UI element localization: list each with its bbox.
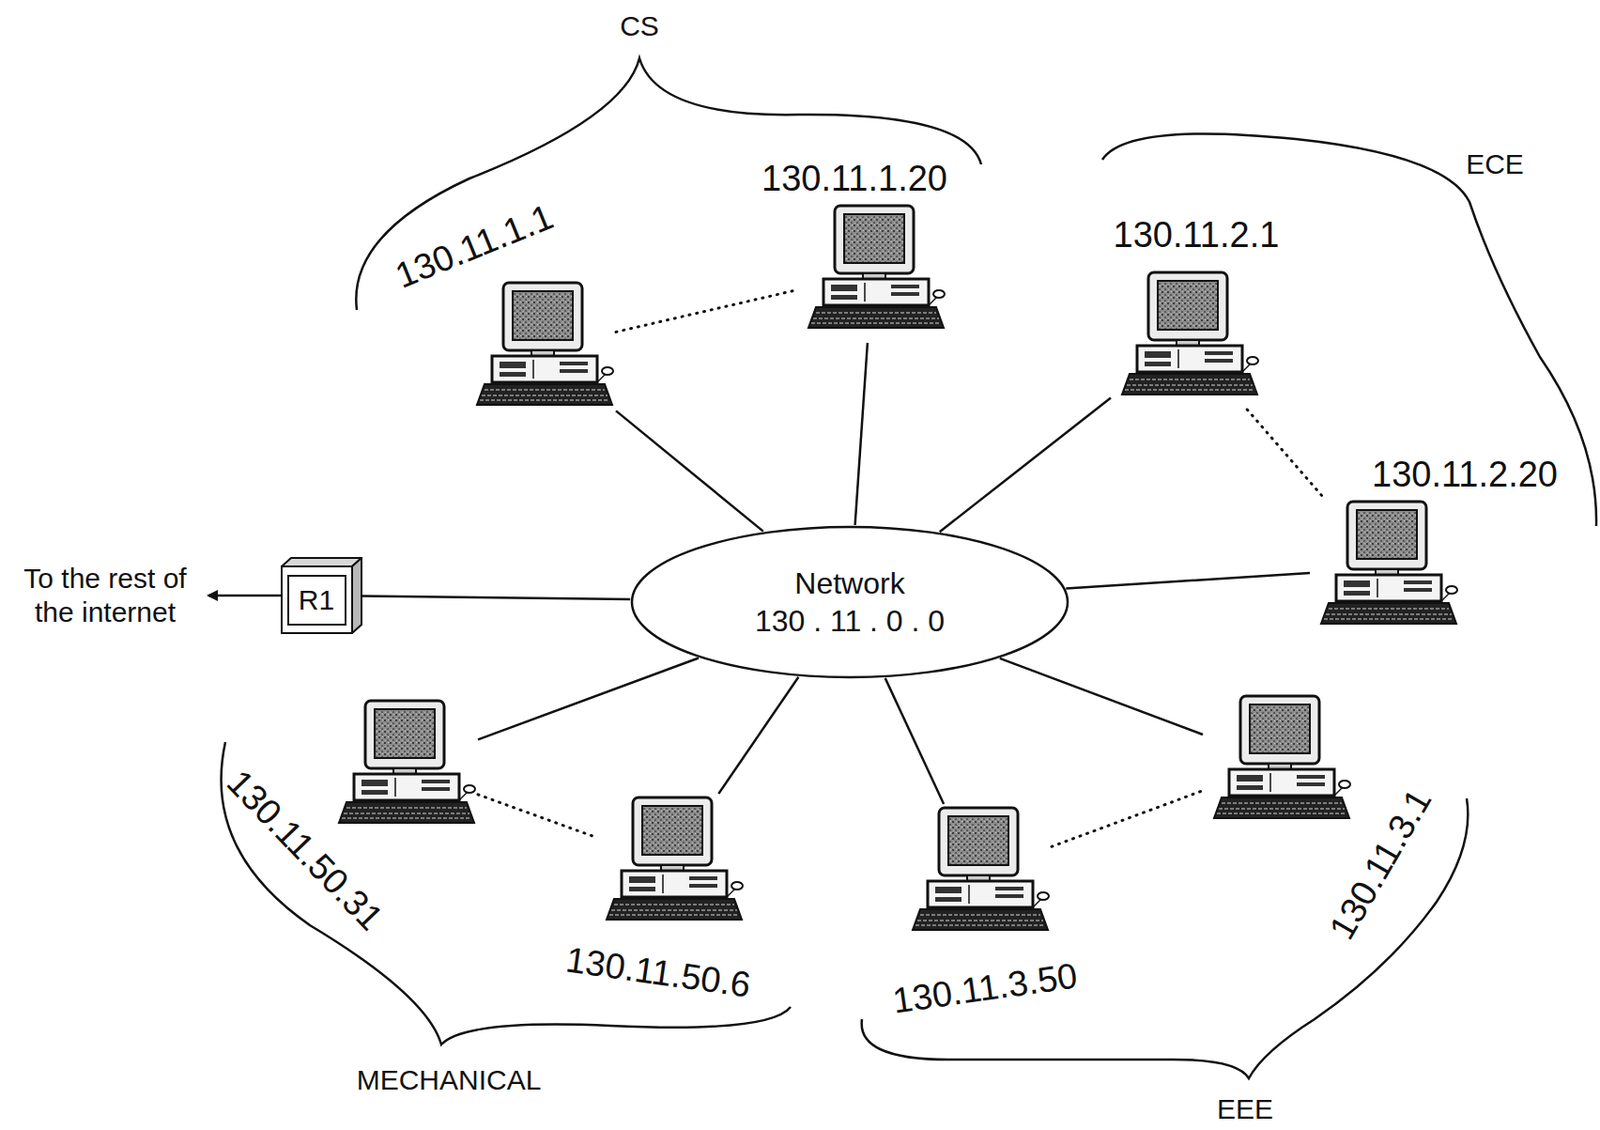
network-link [362,596,631,600]
network-link [1000,658,1203,735]
computer-icon [797,201,948,343]
internet-arrow [208,594,281,598]
network-node: Network130 . 11 . 0 . 0 [630,524,1070,679]
ip-address: 130.11.3.50 [890,956,1079,1018]
mechanical-brace [221,741,791,1045]
computer-node: 130.11.3.50 [901,803,1052,945]
computer-icon [595,793,746,935]
network-text-block: Network130 . 11 . 0 . 0 [630,524,1070,679]
ece-brace [1102,133,1597,526]
computer-node: 130.11.50.6 [595,793,746,935]
ip-address: 130.11.1.20 [761,160,948,197]
computer-icon [1110,268,1262,410]
computer-node: 130.11.50.31 [327,696,478,838]
dotted-link [1051,790,1203,847]
network-title: Network [794,564,905,602]
ip-address: 130.11.2.20 [1371,456,1558,493]
network-link [855,342,868,525]
dotted-link [477,794,596,837]
computer-icon [327,696,478,838]
network-ellipse [630,524,1070,679]
cs-brace [355,58,982,310]
ip-address: 130.11.1.1 [390,198,558,293]
dotted-link [1246,409,1324,498]
ip-address: 130.11.2.1 [1113,216,1280,253]
computer-node: 130.11.2.1 [1110,268,1262,410]
department-label: CS [619,10,660,42]
router-name: R1 [298,585,335,615]
network-link [885,677,944,804]
internet-note: To the rest of the internet [11,561,200,630]
computer-icon [1202,692,1354,833]
computer-icon [465,278,616,420]
dotted-link [615,290,798,333]
department-label: EEE [1216,1092,1274,1124]
network-link [477,658,699,740]
computer-icon [1309,497,1461,639]
network-link [718,676,799,794]
computer-icon [901,803,1052,945]
department-label: MECHANICAL [356,1063,542,1095]
computer-node: 130.11.1.1 [465,278,616,420]
computer-node: 130.11.1.20 [797,201,948,343]
network-link [615,410,764,531]
ip-address: 130.11.50.6 [563,940,753,1002]
network-link [1065,572,1310,588]
computer-node: 130.11.2.20 [1309,497,1461,639]
router-face: R1 [280,566,354,634]
department-label: ECE [1465,148,1524,180]
network-address: 130 . 11 . 0 . 0 [754,601,945,640]
network-link [939,398,1111,533]
router-node: R1 [280,556,363,634]
computer-node: 130.11.3.1 [1202,692,1354,833]
